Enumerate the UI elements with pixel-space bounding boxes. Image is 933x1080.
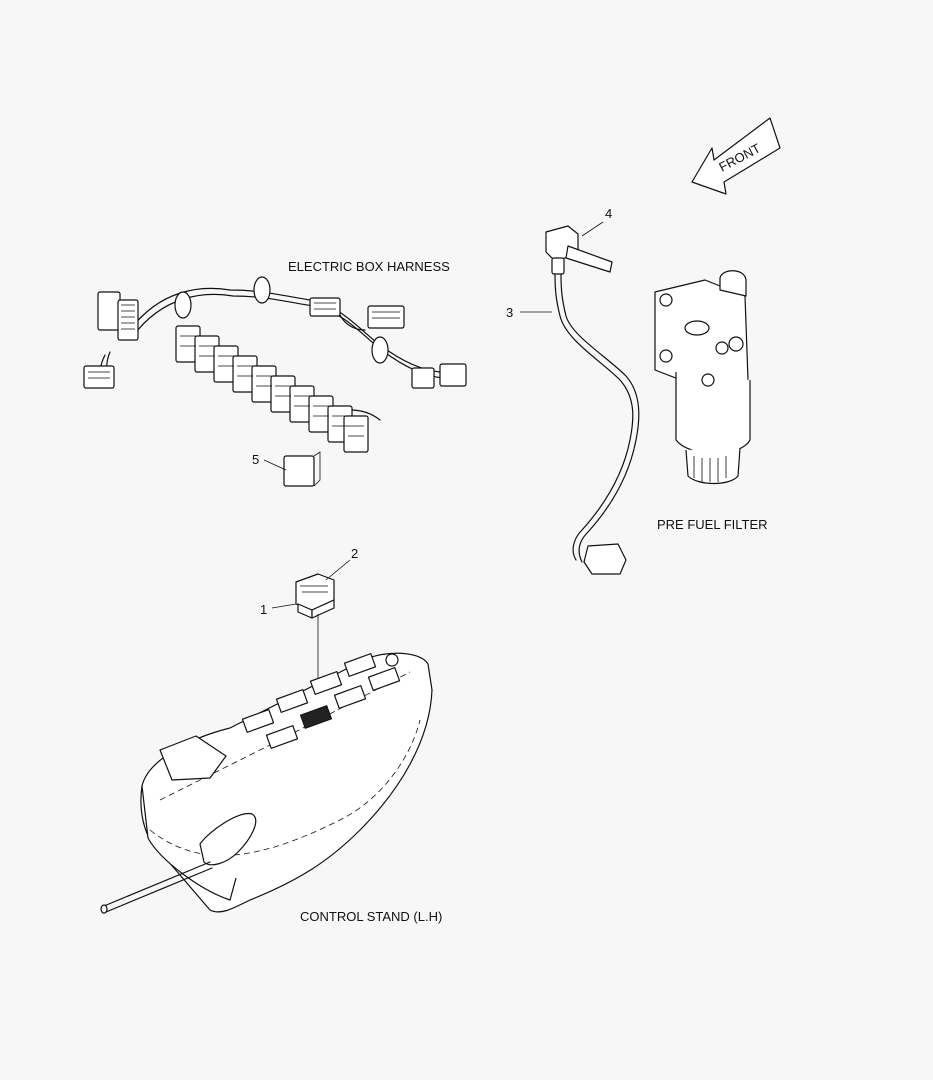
callout-5: 5 — [252, 452, 259, 467]
relay-socket-block — [175, 325, 369, 453]
harness-connector — [83, 365, 115, 389]
callout-1: 1 — [260, 602, 267, 617]
harness-connector — [97, 291, 121, 331]
harness-connector — [309, 297, 341, 317]
caption-control-stand: CONTROL STAND (L.H) — [300, 909, 442, 924]
callout-2: 2 — [351, 546, 358, 561]
callout-4: 4 — [605, 206, 612, 221]
caption-electric-box-harness: ELECTRIC BOX HARNESS — [288, 259, 450, 274]
leader-lines — [263, 221, 604, 609]
callout-3: 3 — [506, 305, 513, 320]
caption-pre-fuel-filter: PRE FUEL FILTER — [657, 517, 768, 532]
switch-assembly — [295, 573, 335, 690]
front-arrow: FRONT — [691, 117, 781, 195]
harness-grommet — [371, 336, 389, 364]
harness-grommet — [174, 291, 192, 319]
harness-grommet — [253, 276, 271, 304]
harness-connector — [411, 367, 435, 389]
relay-part — [283, 455, 315, 487]
harness-connector — [439, 363, 467, 387]
control-stand — [100, 652, 433, 914]
electric-box-harness — [83, 276, 467, 487]
pre-fuel-filter — [654, 270, 751, 485]
sensor-with-wire — [545, 225, 640, 575]
harness-connector — [117, 299, 139, 341]
harness-connector — [367, 305, 405, 329]
